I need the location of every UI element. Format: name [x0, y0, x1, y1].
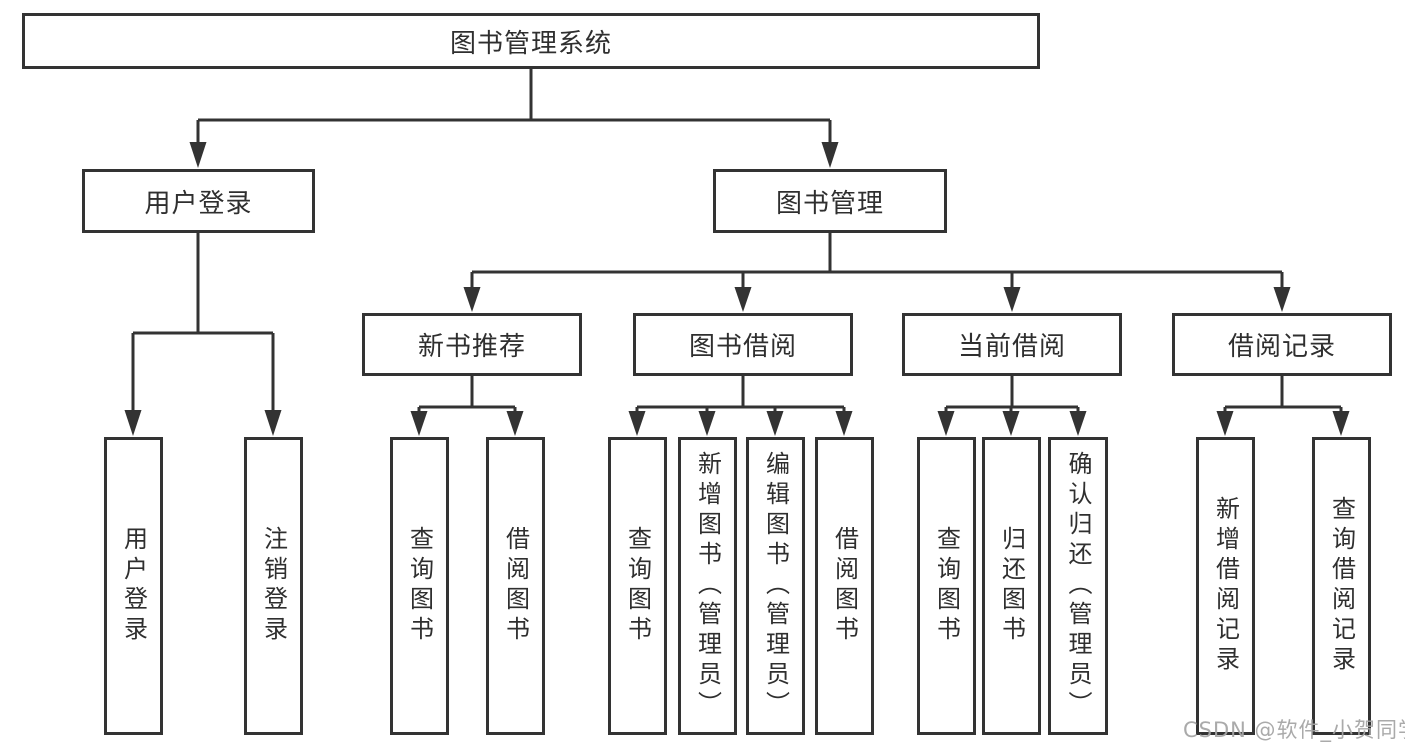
leaf-records-query: 查询借阅记录 — [1312, 437, 1371, 735]
leaf-newbooks-borrow: 借阅图书 — [486, 437, 545, 735]
leaf-borrow-borrow: 借阅图书 — [815, 437, 874, 735]
leaf-borrow-query: 查询图书 — [608, 437, 667, 735]
leaf-current-return: 归还图书 — [982, 437, 1041, 735]
node-root-label: 图书管理系统 — [449, 28, 612, 59]
leaf-newbooks-query: 查询图书 — [390, 437, 449, 735]
node-root: 图书管理系统 — [22, 13, 1040, 69]
node-borrow-records: 借阅记录 — [1172, 313, 1392, 376]
leaf-borrow-query-label: 查询图书 — [623, 526, 652, 646]
csdn-watermark: CSDN @软件_小贺同学 — [1183, 718, 1405, 742]
leaf-user-login: 用户登录 — [104, 437, 163, 735]
node-borrow-records-label: 借阅记录 — [1227, 332, 1336, 362]
node-user-login: 用户登录 — [82, 169, 315, 233]
node-book-mgmt: 图书管理 — [713, 169, 947, 233]
arrowheads — [124, 142, 1350, 436]
node-new-books-label: 新书推荐 — [417, 332, 526, 362]
leaf-current-query: 查询图书 — [917, 437, 976, 735]
leaf-newbooks-query-label: 查询图书 — [405, 526, 434, 646]
node-user-login-label: 用户登录 — [144, 188, 253, 219]
leaf-borrow-borrow-label: 借阅图书 — [830, 526, 859, 646]
leaf-records-add: 新增借阅记录 — [1196, 437, 1255, 735]
node-current-borrow-label: 当前借阅 — [957, 332, 1066, 362]
node-current-borrow: 当前借阅 — [902, 313, 1122, 376]
node-new-books: 新书推荐 — [362, 313, 582, 376]
leaf-logout: 注销登录 — [244, 437, 303, 735]
leaf-newbooks-borrow-label: 借阅图书 — [501, 526, 530, 646]
leaf-current-confirm: 确认归还（管理员） — [1048, 437, 1108, 735]
leaf-current-confirm-label: 确认归还（管理员） — [1064, 451, 1092, 721]
leaf-current-return-label: 归还图书 — [997, 526, 1026, 646]
leaf-borrow-edit: 编辑图书（管理员） — [746, 437, 805, 735]
connector-paths — [131, 69, 1343, 413]
leaf-records-query-label: 查询借阅记录 — [1327, 496, 1356, 676]
node-book-borrow-label: 图书借阅 — [688, 332, 797, 362]
node-book-mgmt-label: 图书管理 — [775, 188, 884, 219]
leaf-logout-label: 注销登录 — [259, 526, 288, 646]
leaf-current-query-label: 查询图书 — [932, 526, 961, 646]
leaf-user-login-label: 用户登录 — [119, 526, 148, 646]
leaf-borrow-add: 新增图书（管理员） — [678, 437, 737, 735]
node-book-borrow: 图书借阅 — [633, 313, 853, 376]
leaf-borrow-edit-label: 编辑图书（管理员） — [761, 451, 790, 721]
leaf-records-add-label: 新增借阅记录 — [1211, 496, 1240, 676]
leaf-borrow-add-label: 新增图书（管理员） — [693, 451, 722, 721]
